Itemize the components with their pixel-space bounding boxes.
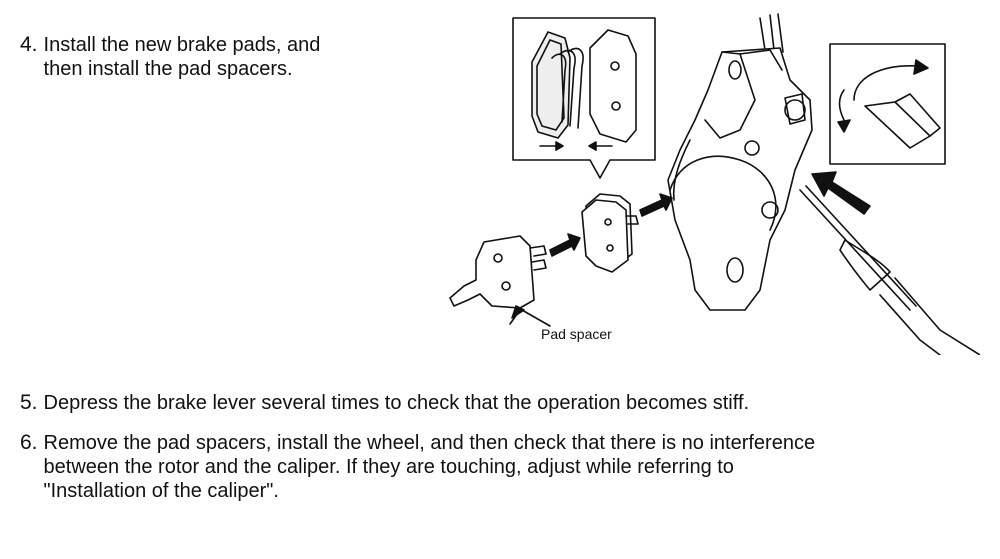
pad-spacer — [449, 235, 551, 327]
step-6-number: 6. — [20, 431, 38, 454]
step-6-line-1: Remove the pad spacers, install the whee… — [43, 432, 816, 454]
step-4-line-1: Install the new brake pads, and — [43, 34, 321, 56]
step-6-text: Remove the pad spacers, install the whee… — [44, 431, 816, 503]
flat-blade-screwdriver — [799, 185, 980, 355]
brake-pad-installation-illustration — [440, 10, 980, 355]
step-5-line-1: Depress the brake lever several times to… — [43, 392, 750, 414]
brake-pad-assembly — [581, 193, 639, 273]
pad-detail-inset — [512, 17, 656, 179]
spacer-to-pad-arrow — [549, 233, 581, 257]
step-5-text: Depress the brake lever several times to… — [44, 391, 750, 415]
brake-caliper — [667, 13, 813, 311]
insert-direction-arrow — [811, 171, 871, 215]
step-4-line-2: then install the pad spacers. — [43, 58, 293, 80]
step-4-text: Install the new brake pads, and then ins… — [44, 33, 321, 81]
step-5: 5. Depress the brake lever several times… — [20, 391, 980, 415]
step-4: 4. Install the new brake pads, and then … — [20, 33, 400, 81]
pad-to-caliper-arrow — [639, 193, 673, 217]
step-6: 6. Remove the pad spacers, install the w… — [20, 431, 980, 503]
step-6-line-3: "Installation of the caliper". — [43, 480, 279, 502]
tool-rotation-inset — [829, 43, 946, 165]
step-6-line-2: between the rotor and the caliper. If th… — [43, 456, 734, 478]
step-5-number: 5. — [20, 391, 38, 414]
pad-spacer-callout: Pad spacer — [541, 326, 612, 342]
step-4-number: 4. — [20, 33, 38, 56]
